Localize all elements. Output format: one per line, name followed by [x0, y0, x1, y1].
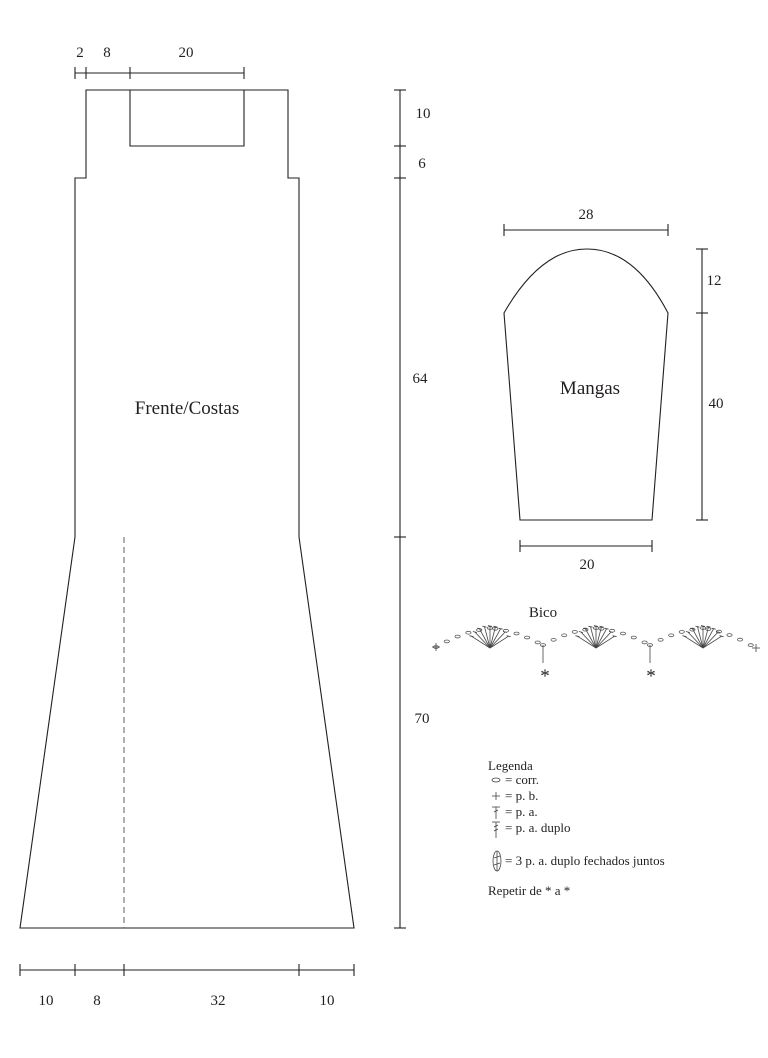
front-back-piece: Frente/Costas — [19, 89, 355, 929]
front-back-label: Frente/Costas — [135, 398, 240, 419]
legend-repeat-note: Repetir de * a * — [488, 883, 570, 898]
chain-stitch — [630, 635, 637, 640]
edging-fans — [469, 625, 724, 649]
chain-stitch — [454, 634, 461, 639]
dim-bottom-8: 8 — [93, 993, 101, 1009]
neckline-notch — [129, 90, 245, 147]
sleeve-dimensions: 28 12 40 20 — [503, 207, 724, 573]
dim-top-2: 2 — [76, 45, 84, 61]
legend-item-corr: = corr. — [505, 772, 539, 787]
sleeve-dim-28: 28 — [579, 207, 594, 223]
dim-top-8: 8 — [103, 45, 111, 61]
bottom-width-dimensions: 10 8 32 10 — [19, 964, 355, 1009]
edging-chart: Bico * * — [432, 605, 760, 687]
legend-item-pb: = p. b. — [505, 788, 538, 803]
single-crochet-mark — [752, 644, 760, 652]
single-crochet-mark — [432, 643, 440, 651]
svg-text:*: * — [540, 666, 550, 687]
dim-height-6: 6 — [418, 156, 426, 172]
sleeve-piece: Mangas — [503, 248, 669, 521]
chain-stitch — [641, 640, 648, 645]
chain-stitch — [668, 633, 675, 638]
chain-stitch — [524, 635, 531, 640]
front-back-outline — [19, 89, 355, 929]
repeat-mark-2: * — [646, 645, 656, 687]
chain-stitch — [465, 630, 472, 635]
chain-stitch — [513, 631, 520, 636]
dim-height-70: 70 — [415, 711, 430, 727]
chain-stitch — [571, 630, 578, 634]
cluster-stitch-icon — [492, 850, 502, 872]
legend: Legenda = corr. = p. b. = p. a. = p. a. … — [488, 758, 665, 898]
double-crochet-icon — [492, 806, 500, 819]
dim-height-64: 64 — [413, 371, 429, 387]
sleeve-dim-20: 20 — [580, 557, 595, 573]
dim-bottom-32: 32 — [211, 993, 226, 1009]
chain-stitch — [689, 627, 696, 632]
edging-label: Bico — [529, 605, 557, 621]
height-dimensions: 10 6 64 70 — [394, 89, 431, 929]
single-crochet-icon — [492, 792, 500, 800]
dim-top-20: 20 — [179, 45, 194, 61]
chain-stitch — [726, 633, 733, 637]
chain-stitch — [550, 637, 557, 642]
sleeve-dim-40: 40 — [709, 396, 724, 412]
legend-item-pa-duplo: = p. a. duplo — [505, 820, 570, 835]
legend-item-pa: = p. a. — [505, 804, 538, 819]
treble-crochet-icon — [492, 821, 500, 838]
legend-title: Legenda — [488, 758, 533, 773]
chain-stitch — [678, 630, 685, 634]
stitch-fan — [469, 625, 511, 649]
dim-height-10: 10 — [416, 106, 431, 122]
sleeve-label: Mangas — [560, 378, 620, 399]
sleeve-dim-12: 12 — [707, 273, 722, 289]
sleeve-outline — [503, 248, 669, 521]
dim-bottom-10-right: 10 — [320, 993, 335, 1009]
chain-stitch — [534, 640, 541, 645]
legend-item-cluster: = 3 p. a. duplo fechados juntos — [505, 853, 665, 868]
chain-stitch — [657, 637, 664, 642]
chain-stitch — [620, 631, 627, 636]
dim-bottom-10-left: 10 — [39, 993, 54, 1009]
repeat-mark-1: * — [540, 645, 550, 687]
chain-stitch — [747, 643, 754, 647]
svg-text:*: * — [646, 666, 656, 687]
stitch-fan — [682, 625, 724, 649]
chain-stitch-icon — [491, 777, 501, 783]
chain-stitch — [737, 637, 744, 642]
chain-stitch — [561, 633, 568, 638]
stitch-fan — [575, 625, 617, 649]
chain-stitch — [582, 627, 589, 632]
chain-stitch — [443, 639, 450, 644]
top-width-dimensions: 2 8 20 — [74, 45, 245, 79]
